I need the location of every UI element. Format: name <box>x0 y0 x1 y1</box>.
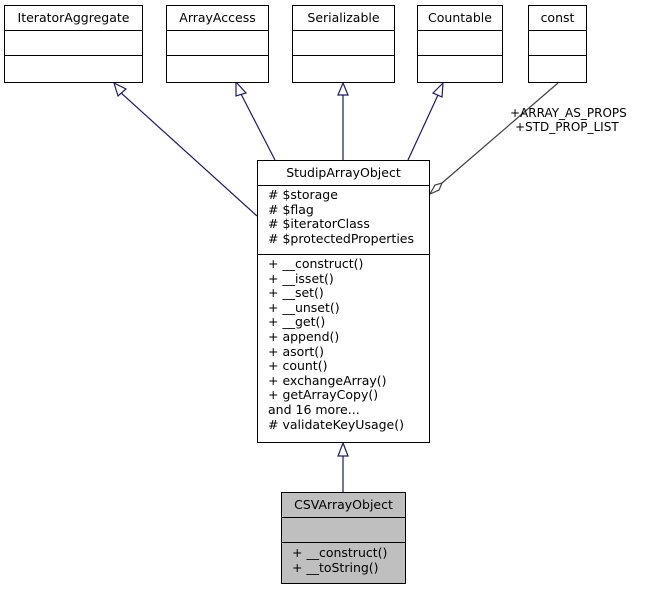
arrowhead-studiparrayobject <box>337 441 349 457</box>
method: # validateKeyUsage() <box>268 416 404 432</box>
attribute: # $protectedProperties <box>268 230 415 246</box>
method: + __get() <box>268 314 326 330</box>
methods-section: + __construct() + __toString() <box>282 543 405 578</box>
class-title: Countable <box>418 6 502 31</box>
method: + __construct() <box>292 545 388 560</box>
class-title: CSVArrayObject <box>282 493 405 518</box>
methods-section <box>418 56 502 81</box>
class-countable[interactable]: Countable <box>417 5 503 83</box>
method: + getArrayCopy() <box>268 387 379 403</box>
method: + __construct() <box>268 256 364 271</box>
class-csvarrayobject[interactable]: CSVArrayObject + __construct() + __toStr… <box>281 492 406 584</box>
class-title: StudipArrayObject <box>258 161 429 186</box>
method: + asort() <box>268 343 325 359</box>
class-studiparrayobject[interactable]: StudipArrayObject # $storage # $flag # $… <box>257 160 430 443</box>
attribute: # $storage <box>268 187 338 202</box>
class-title: Serializable <box>293 6 394 31</box>
arrowhead-serializable <box>337 81 349 96</box>
edge-label-line: +STD_PROP_LIST <box>515 120 619 134</box>
more-link[interactable]: and 16 more... <box>268 401 360 417</box>
class-title: IteratorAggregate <box>5 6 142 31</box>
method: + count() <box>268 358 328 374</box>
arrowhead-iteratoraggregate <box>113 81 128 98</box>
method: + __toString() <box>292 559 379 575</box>
arrowhead-countable <box>431 81 444 98</box>
attributes-section <box>167 31 268 56</box>
edge-label-const: +ARRAY_AS_PROPS +STD_PROP_LIST <box>510 106 627 134</box>
attributes-section <box>529 31 586 56</box>
class-iteratoraggregate[interactable]: IteratorAggregate <box>4 5 143 83</box>
method: + __set() <box>268 285 324 301</box>
method: + append() <box>268 328 340 344</box>
edge-iteratoraggregate <box>119 91 258 217</box>
methods-section <box>5 56 142 81</box>
edge-label-line: +ARRAY_AS_PROPS <box>510 106 627 120</box>
edge-arrayaccess <box>240 93 276 161</box>
attributes-section <box>282 518 405 543</box>
method: + __isset() <box>268 270 334 286</box>
methods-section <box>529 56 586 81</box>
methods-section: + __construct() + __isset() + __set() + … <box>258 255 429 435</box>
attributes-section <box>293 31 394 56</box>
method: + exchangeArray() <box>268 372 387 388</box>
class-arrayaccess[interactable]: ArrayAccess <box>166 5 269 83</box>
class-serializable[interactable]: Serializable <box>292 5 395 83</box>
attributes-section <box>5 31 142 56</box>
aggregation-diamond-const <box>428 182 444 196</box>
attribute: # $flag <box>268 201 314 217</box>
class-title: const <box>529 6 586 31</box>
class-title: ArrayAccess <box>167 6 268 31</box>
arrowhead-arrayaccess <box>235 80 248 97</box>
attributes-section <box>418 31 502 56</box>
edge-const <box>441 82 559 184</box>
method: + __unset() <box>268 299 340 315</box>
methods-section <box>293 56 394 81</box>
methods-section <box>167 56 268 81</box>
edge-countable <box>407 94 439 161</box>
attribute: # $iteratorClass <box>268 216 370 232</box>
class-const[interactable]: const <box>528 5 587 83</box>
attributes-section: # $storage # $flag # $iteratorClass # $p… <box>258 186 429 255</box>
